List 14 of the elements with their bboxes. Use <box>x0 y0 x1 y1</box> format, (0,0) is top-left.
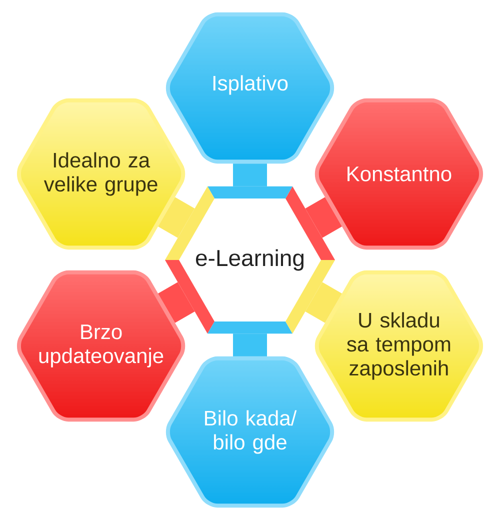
connector <box>158 197 195 238</box>
hexagon: Brzo updateovanje <box>16 270 186 422</box>
hexagon: Isplativo <box>166 12 334 164</box>
node-label: e-Learning <box>196 249 304 271</box>
connector <box>158 282 195 323</box>
connector <box>305 197 342 238</box>
hexagon: Idealno za velike grupe <box>16 98 186 250</box>
connector <box>233 334 267 356</box>
hexagon: e-Learning <box>165 186 335 334</box>
connector <box>305 282 342 323</box>
connector <box>233 164 267 186</box>
hexagon: Bilo kada/ bilo gde <box>166 356 334 508</box>
hexagon: U skladu sa tempom zaposlenih <box>314 270 484 422</box>
hexagon: Konstantno <box>314 98 484 250</box>
